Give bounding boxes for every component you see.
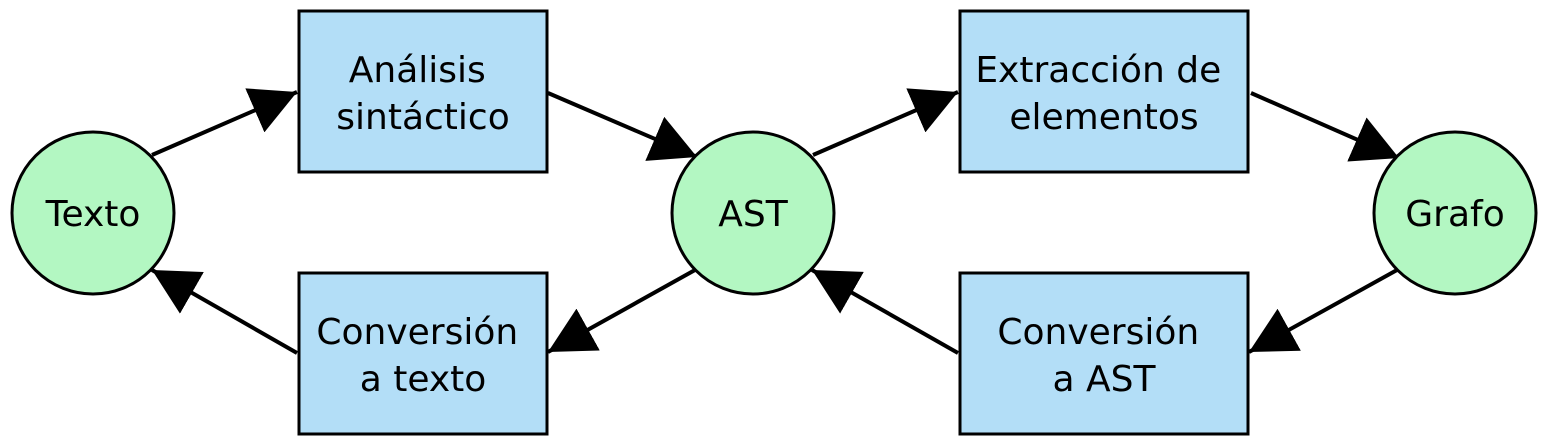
node-texto-label: Texto [45,194,141,235]
edge-analisis-to-ast [547,91,698,161]
edge-ast-to-extraccion [812,88,959,157]
edge-conv-texto-to-texto [151,268,298,355]
node-analisis-shape [297,9,549,174]
node-conv-texto-label-line2: a texto [360,359,487,400]
node-grafo: Grafo [1372,130,1538,296]
node-extraccion-shape [958,9,1250,174]
node-conv-ast-shape [958,271,1250,436]
edge-texto-to-analisis [151,88,298,157]
edges-layer [151,88,1400,355]
node-extraccion-label-line2: elementos [1009,97,1198,138]
node-texto-shape [10,130,176,296]
node-analisis-sintactico: Análisis sintáctico [297,9,549,174]
svg-text:Extracción de elementos: Extracción de elementos [975,50,1232,138]
node-ast-shape [670,130,836,296]
node-conv-texto-label-line1: Conversión [316,312,518,353]
node-conversion-ast: Conversión a AST [958,271,1250,436]
node-analisis-label-line1: Análisis [349,50,486,91]
node-texto: Texto [10,130,176,296]
node-conversion-texto: Conversión a texto [297,271,549,436]
node-grafo-shape [1372,130,1538,296]
node-conv-ast-label-line1: Conversión [997,312,1199,353]
svg-text:Conversión a AST: Conversión a AST [997,312,1210,400]
node-ast-label: AST [718,194,788,235]
svg-text:AST: AST [718,194,788,235]
node-analisis-label-line2: sintáctico [336,97,509,138]
edge-ast-to-conv-texto [547,268,696,354]
svg-text:Análisis sintáctico: Análisis sintáctico [336,50,509,138]
svg-text:Texto: Texto [45,194,141,235]
node-grafo-label: Grafo [1405,194,1504,235]
edge-conv-ast-to-ast [811,268,959,355]
svg-text:Grafo: Grafo [1405,194,1504,235]
edge-grafo-to-conv-ast [1248,268,1398,354]
node-ast: AST [670,130,836,296]
edge-extraccion-to-grafo [1250,91,1400,162]
node-extraccion-label-line1: Extracción de [975,50,1221,91]
node-extraccion-elementos: Extracción de elementos [958,9,1250,174]
svg-text:Conversión a texto: Conversión a texto [316,312,529,400]
node-conv-ast-label-line2: a AST [1053,359,1157,400]
node-conv-texto-shape [297,271,549,436]
